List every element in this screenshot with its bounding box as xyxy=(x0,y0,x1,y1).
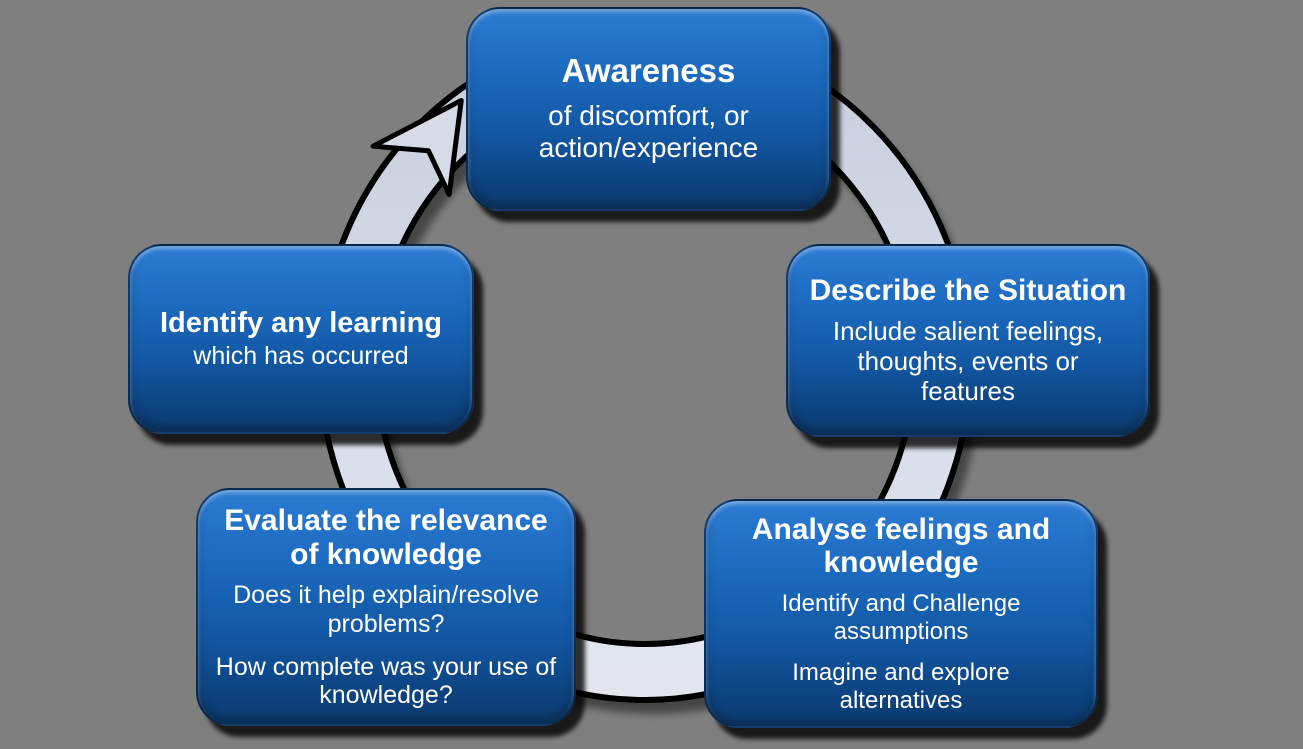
node-body-line: How complete was your use of knowledge? xyxy=(215,652,557,710)
node-body-line: Include salient feelings, thoughts, even… xyxy=(832,316,1104,407)
node-title: Evaluate the relevance of knowledge xyxy=(224,503,548,571)
node-body-line: Does it help explain/resolve problems? xyxy=(233,581,539,638)
node-identify-any-learning: Identify any learning which has occurred xyxy=(128,244,474,434)
node-body-line: Identify and Challenge assumptions xyxy=(781,589,1021,645)
node-describe-the-situation: Describe the Situation Include salient f… xyxy=(786,244,1150,437)
node-body-line: of discomfort, or action/experience xyxy=(538,100,759,164)
node-evaluate-the-relevance-of-knowledge: Evaluate the relevance of knowledge Does… xyxy=(196,488,576,726)
node-title: Describe the Situation xyxy=(809,273,1127,307)
node-body-line: which has occurred xyxy=(193,341,409,370)
node-title: Awareness xyxy=(561,52,736,90)
node-awareness: Awareness of discomfort, or action/exper… xyxy=(466,7,831,211)
node-analyse-feelings-and-knowledge: Analyse feelings and knowledge Identify … xyxy=(704,499,1098,728)
node-title: Identify any learning xyxy=(160,307,442,340)
node-body-line: Imagine and explore alternatives xyxy=(792,659,1010,714)
node-title: Analyse feelings and knowledge xyxy=(751,512,1051,580)
cycle-arrowhead-icon xyxy=(370,97,464,198)
